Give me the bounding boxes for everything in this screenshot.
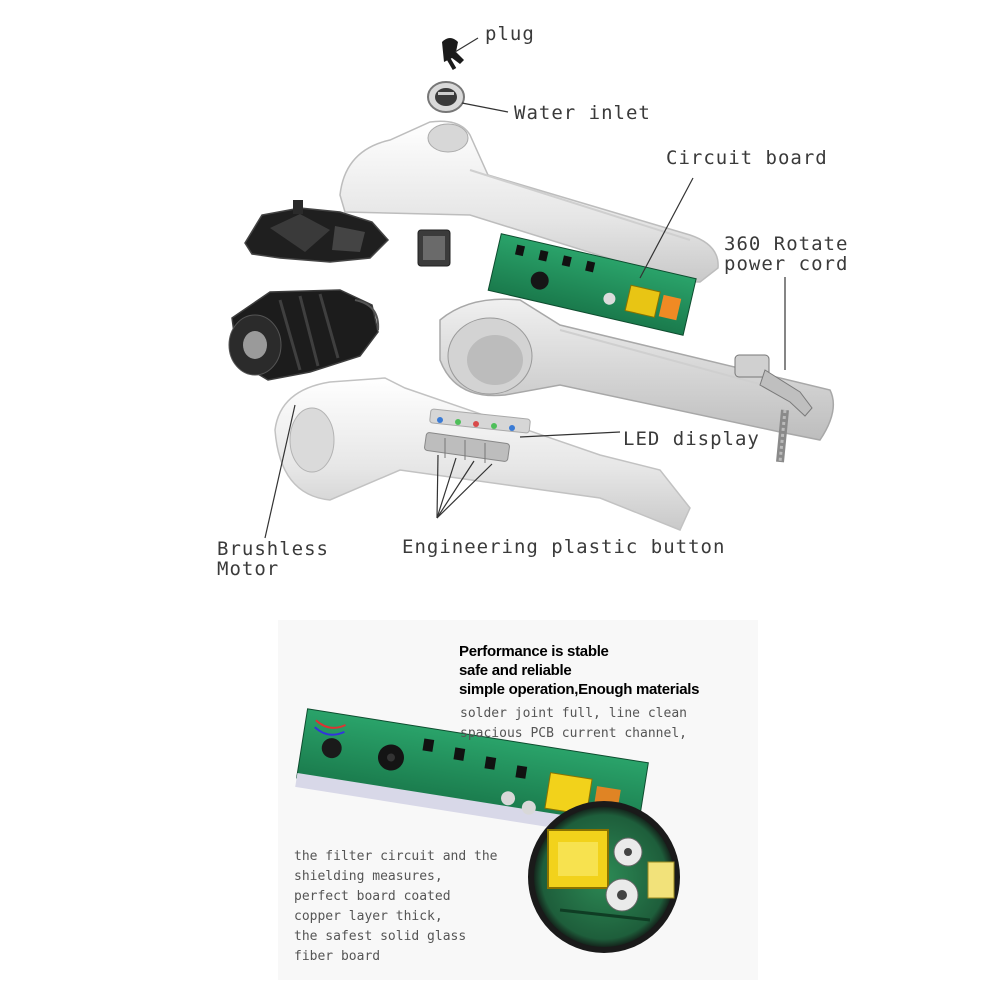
upper-housing-part bbox=[339, 120, 719, 283]
label-led-display: LED display bbox=[623, 428, 760, 450]
performance-line1: Performance is stable bbox=[459, 643, 609, 660]
performance-line2: safe and reliable bbox=[459, 662, 572, 679]
brushless-motor-part bbox=[228, 289, 380, 381]
label-360-rotate-line1: 360 Rotate bbox=[724, 233, 849, 255]
filter-notes-line2: shielding measures, bbox=[294, 869, 443, 884]
label-360-rotate-power-cord: 360 Rotate power cord bbox=[724, 234, 848, 274]
pcb-notes-line1: solder joint full, line clean bbox=[460, 706, 687, 721]
filter-notes-line6: fiber board bbox=[294, 949, 381, 964]
filter-notes: the filter circuit and the shielding mea… bbox=[294, 847, 498, 967]
label-plug: plug bbox=[485, 23, 535, 45]
small-chip-part bbox=[417, 229, 451, 267]
label-brushless-line2: Motor bbox=[217, 558, 280, 580]
filter-notes-line3: perfect board coated bbox=[294, 889, 451, 904]
label-brushless-motor: Brushless Motor bbox=[217, 539, 329, 579]
barrel-housing-part bbox=[439, 298, 835, 441]
water-inlet-part bbox=[427, 81, 465, 113]
lower-handle-part bbox=[274, 377, 691, 531]
label-circuit-board: Circuit board bbox=[666, 147, 828, 169]
pcb-notes: solder joint full, line clean spacious P… bbox=[460, 704, 687, 744]
pcb-notes-line2: spacious PCB current channel, bbox=[460, 726, 687, 741]
filter-notes-line1: the filter circuit and the bbox=[294, 849, 498, 864]
filter-notes-line5: the safest solid glass bbox=[294, 929, 467, 944]
upper-circuit-board-part bbox=[487, 233, 697, 336]
label-water-inlet: Water inlet bbox=[514, 102, 651, 124]
performance-line3: simple operation,Enough materials bbox=[459, 681, 700, 698]
performance-heading: Performance is stable safe and reliable … bbox=[459, 642, 699, 699]
label-360-rotate-line2: power cord bbox=[724, 253, 849, 275]
power-cord-part bbox=[734, 354, 813, 463]
fan-housing-part bbox=[244, 200, 390, 263]
label-brushless-line1: Brushless bbox=[217, 538, 329, 560]
leader-lines bbox=[264, 37, 786, 539]
filter-notes-line4: copper layer thick, bbox=[294, 909, 443, 924]
plug-part bbox=[442, 38, 464, 71]
magnifier-lens bbox=[528, 801, 680, 953]
label-engineering-plastic-button: Engineering plastic button bbox=[402, 536, 726, 558]
